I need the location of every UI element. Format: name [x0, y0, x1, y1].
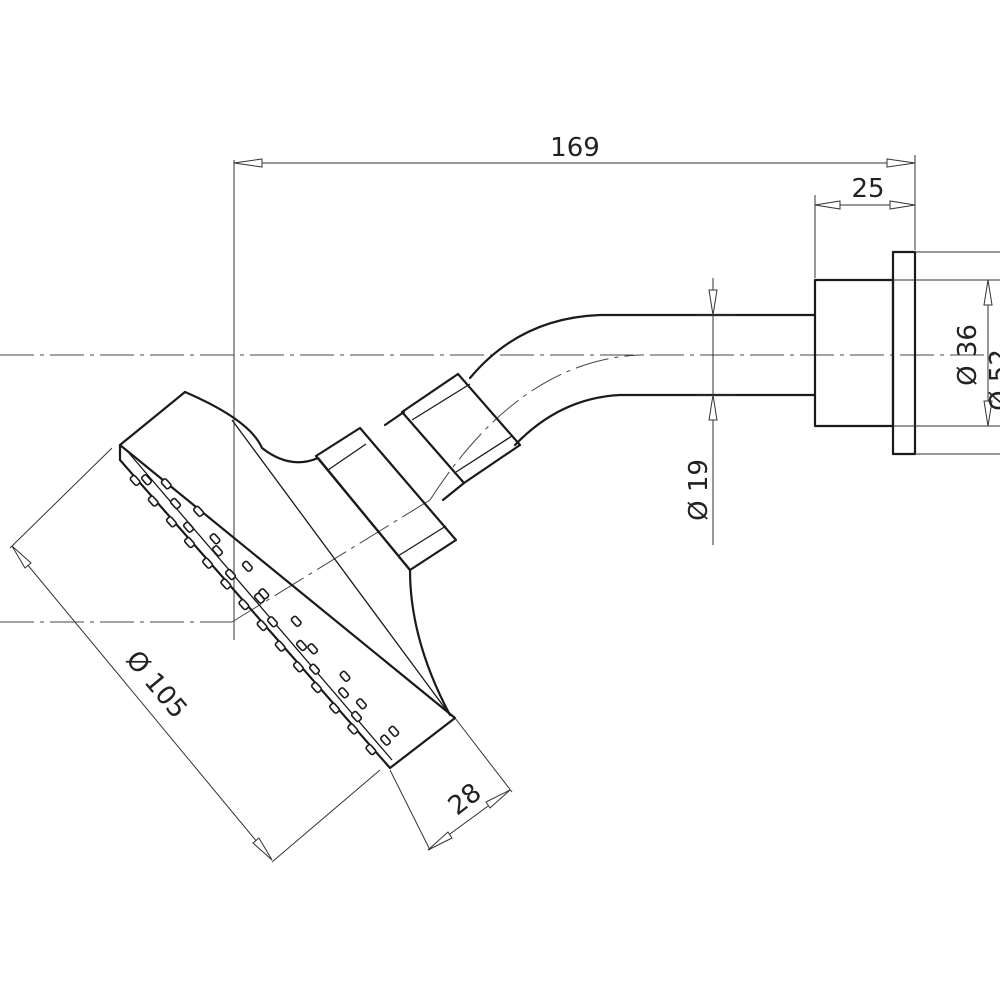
- head-axis-diagonal: [231, 499, 431, 623]
- spray-nozzle: [241, 560, 253, 572]
- spray-nozzle: [238, 598, 250, 611]
- spray-nozzle: [160, 478, 172, 490]
- arrow-head: [814, 200, 841, 210]
- spray-nozzle: [329, 702, 341, 714]
- dim-overall-length: 169: [233, 133, 916, 250]
- spray-nozzle: [355, 698, 367, 710]
- spray-nozzle: [266, 616, 279, 628]
- spray-nozzle: [292, 661, 304, 673]
- spray-nozzle: [365, 743, 377, 756]
- dim-flange-depth: 25: [814, 174, 916, 278]
- dim-label-d105: Ø 105: [119, 645, 192, 724]
- dim-label-28: 28: [443, 778, 488, 822]
- spray-nozzle: [129, 474, 141, 487]
- spray-nozzle: [169, 497, 182, 510]
- arm-lower-edge: [513, 393, 817, 447]
- spray-nozzle: [256, 619, 268, 632]
- dim-label-d52: Ø 52: [985, 349, 1000, 411]
- arrow-head: [252, 837, 273, 861]
- dim-label-169: 169: [550, 133, 600, 163]
- spray-nozzle: [295, 639, 308, 652]
- spray-nozzle: [211, 545, 224, 557]
- arrow-head: [233, 158, 263, 168]
- spray-nozzle: [310, 681, 323, 694]
- dim-head-depth: 28: [389, 717, 513, 851]
- arrow-head: [708, 289, 718, 316]
- wall-flange: [813, 250, 917, 456]
- arrow-head: [983, 400, 993, 427]
- spray-nozzle: [379, 734, 392, 746]
- head-rim-line: [231, 419, 451, 716]
- swivel-neck: [383, 410, 466, 502]
- head-back-shell: [183, 390, 452, 717]
- dim-flange-diameters: Ø 36 Ø 52: [893, 251, 1000, 455]
- spray-nozzle: [290, 615, 302, 627]
- spray-nozzle: [193, 505, 205, 517]
- dim-label-d36: Ø 36: [953, 324, 983, 386]
- center-lines: [0, 160, 1000, 640]
- swivel-joint: [314, 372, 522, 572]
- shower-head: [118, 390, 457, 770]
- arm-upper-edge: [468, 313, 817, 380]
- arrow-head: [427, 831, 453, 851]
- spray-nozzle: [339, 670, 351, 682]
- spray-nozzle: [274, 640, 286, 652]
- arrow-head: [485, 789, 511, 809]
- dim-label-25: 25: [851, 174, 884, 204]
- spray-nozzle: [307, 643, 319, 655]
- spray-nozzle: [147, 495, 159, 507]
- arm-bend-centerline: [429, 354, 641, 501]
- arrow-head: [708, 394, 718, 421]
- spray-nozzle: [182, 521, 195, 533]
- dim-arm-diameter: Ø 19: [684, 278, 735, 545]
- spray-nozzle: [347, 723, 359, 735]
- spray-nozzle: [140, 474, 153, 486]
- spray-nozzle: [209, 533, 221, 545]
- arrow-head: [886, 158, 916, 168]
- head-body-top: [118, 390, 187, 447]
- spray-nozzle: [183, 536, 196, 549]
- dim-label-d19: Ø 19: [684, 459, 714, 521]
- shower-arm: [468, 313, 817, 447]
- arrow-head: [11, 545, 32, 569]
- spray-nozzles: [129, 474, 400, 756]
- spray-nozzle: [337, 687, 350, 699]
- swivel-nut-upper: [400, 372, 522, 485]
- arrow-head: [983, 279, 993, 306]
- spray-nozzle: [350, 710, 363, 723]
- flange-body: [813, 278, 895, 428]
- spray-nozzle: [308, 663, 321, 675]
- flange-plate: [891, 250, 917, 456]
- spray-nozzle: [388, 725, 400, 737]
- spray-nozzle: [165, 516, 177, 528]
- arrow-head: [889, 200, 916, 210]
- spray-nozzle: [224, 568, 237, 581]
- head-body-front: [118, 443, 457, 770]
- spray-nozzle: [202, 557, 214, 569]
- spray-nozzle: [220, 578, 232, 590]
- spray-nozzle: [258, 588, 270, 600]
